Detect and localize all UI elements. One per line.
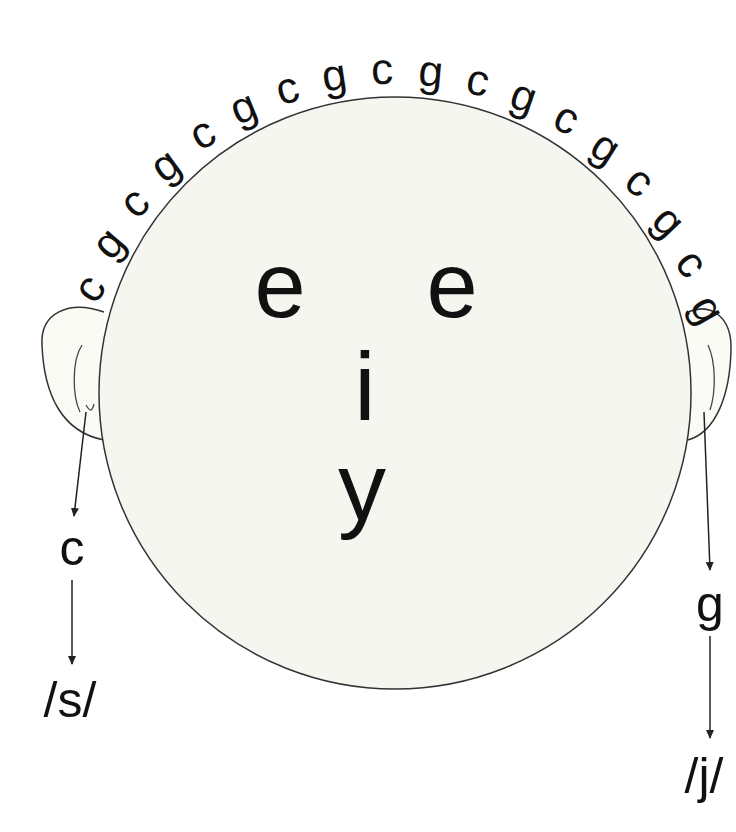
- hair-letter: c: [181, 108, 222, 157]
- mouth-letter: y: [338, 439, 386, 535]
- hair-letter: c: [668, 241, 716, 285]
- hair-letter: g: [645, 196, 694, 244]
- eye-letter: e: [254, 239, 305, 331]
- hair-letter: c: [548, 94, 587, 143]
- hair-letter: c: [618, 157, 663, 205]
- eye-letter: e: [426, 239, 477, 331]
- hair-letter: c: [110, 178, 156, 225]
- hair-letter: g: [142, 140, 188, 190]
- letter-label: c: [60, 523, 85, 573]
- nose-letter: i: [354, 339, 375, 435]
- sound-label: /s/: [44, 675, 97, 725]
- arrow: [71, 580, 73, 664]
- hair-letter: c: [64, 266, 113, 309]
- hair-letter: c: [270, 63, 303, 111]
- hair-letter: g: [318, 51, 349, 98]
- arrow: [74, 412, 86, 516]
- arrow: [709, 636, 711, 738]
- hair-letter: g: [83, 219, 132, 266]
- right-ear-detail: [708, 345, 714, 410]
- hair-letter: g: [416, 48, 444, 94]
- sound-label: /j/: [685, 751, 724, 801]
- hair-letter: c: [463, 56, 494, 104]
- head-outline: [97, 95, 693, 691]
- left-ear-detail: [74, 345, 94, 412]
- hair-letter: c: [370, 47, 393, 92]
- hair-letter: g: [223, 82, 262, 132]
- hair-letter: g: [505, 71, 542, 121]
- hair-letter: g: [584, 122, 628, 172]
- head-circle: e eiy: [97, 95, 693, 691]
- arrow: [704, 412, 710, 570]
- letter-label: g: [696, 579, 724, 629]
- left-ear: [42, 307, 104, 440]
